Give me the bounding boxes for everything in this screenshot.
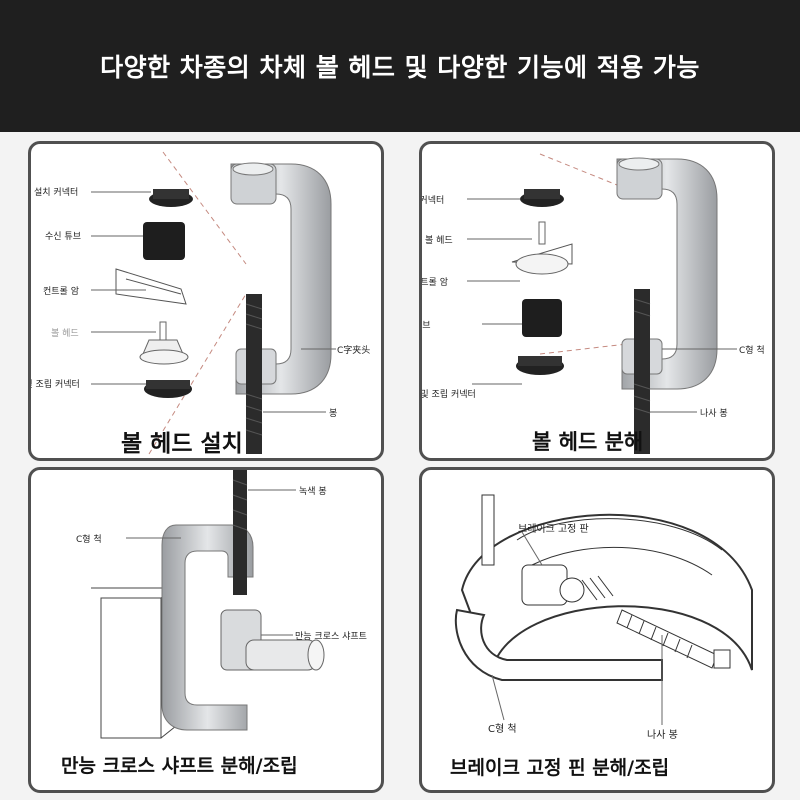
label-universal-cross-shaft: 만능 크로스 샤프트 [295, 632, 367, 642]
caption-cross-shaft: 만능 크로스 샤프트 분해/조립 [61, 755, 298, 777]
install-illustration [91, 151, 336, 455]
label-green-rod: 녹색 봉 [299, 487, 327, 497]
label-c-clamp: C형 척 [739, 346, 765, 356]
header-banner: 다양한 차종의 차체 볼 헤드 및 다양한 기능에 적용 가능 [0, 0, 800, 132]
cross-shaft-illustration [91, 470, 325, 739]
label-threaded-rod: 나사 봉 [647, 730, 678, 741]
label-install-connector: 설치 커넥터 [34, 188, 79, 198]
label-disassembly-tube: 분해 및 조립 튜브 [422, 321, 431, 331]
brake-pin-illustration [454, 494, 753, 725]
caption-ball-head-install: 볼 헤드 설치 [121, 431, 243, 457]
caption-brake-pin: 브레이크 고정 핀 분해/조립 [450, 757, 670, 779]
caption-ball-head-removal: 볼 헤드 분해 [532, 430, 644, 454]
panel-ball-head-removal: 설치 커넥터 볼 헤드 컨트롤 암 분해 및 조립 튜브 분해 및 조립 커넥터… [419, 141, 775, 461]
panel-ball-head-install: 설치 커넥터 수신 튜브 컨트롤 암 볼 헤드 분해 및 조립 커넥터 C字夹头… [28, 141, 384, 461]
label-threaded-rod: 나사 봉 [700, 409, 728, 419]
label-receiving-tube: 수신 튜브 [45, 232, 81, 242]
label-c-clamp: C형 척 [76, 535, 102, 545]
label-c-clamp: C字夹头 [337, 346, 371, 356]
panel-cross-shaft: 녹색 봉 C형 척 만능 크로스 샤프트 만능 크로스 샤프트 분해/조립 [28, 467, 384, 793]
label-ball-head: 볼 헤드 [51, 329, 79, 339]
header-title: 다양한 차종의 차체 볼 헤드 및 다양한 기능에 적용 가능 [100, 53, 700, 82]
label-ball-head: 볼 헤드 [425, 236, 453, 246]
label-rod: 봉 [329, 409, 338, 419]
label-disassembly-connector: 분해 및 조립 커넥터 [31, 380, 80, 390]
label-disassembly-connector: 분해 및 조립 커넥터 [420, 390, 476, 400]
label-control-arm: 컨트롤 암 [420, 278, 448, 288]
label-control-arm: 컨트롤 암 [43, 287, 79, 297]
label-c-clamp: C형 척 [488, 724, 517, 735]
label-install-connector: 설치 커넥터 [419, 196, 445, 206]
panel-brake-pin: 브레이크 고정 판 C형 척 나사 봉 브레이크 고정 핀 분해/조립 [419, 467, 775, 793]
label-brake-fixing-plate: 브레이크 고정 판 [518, 524, 589, 535]
removal-illustration [467, 153, 737, 454]
